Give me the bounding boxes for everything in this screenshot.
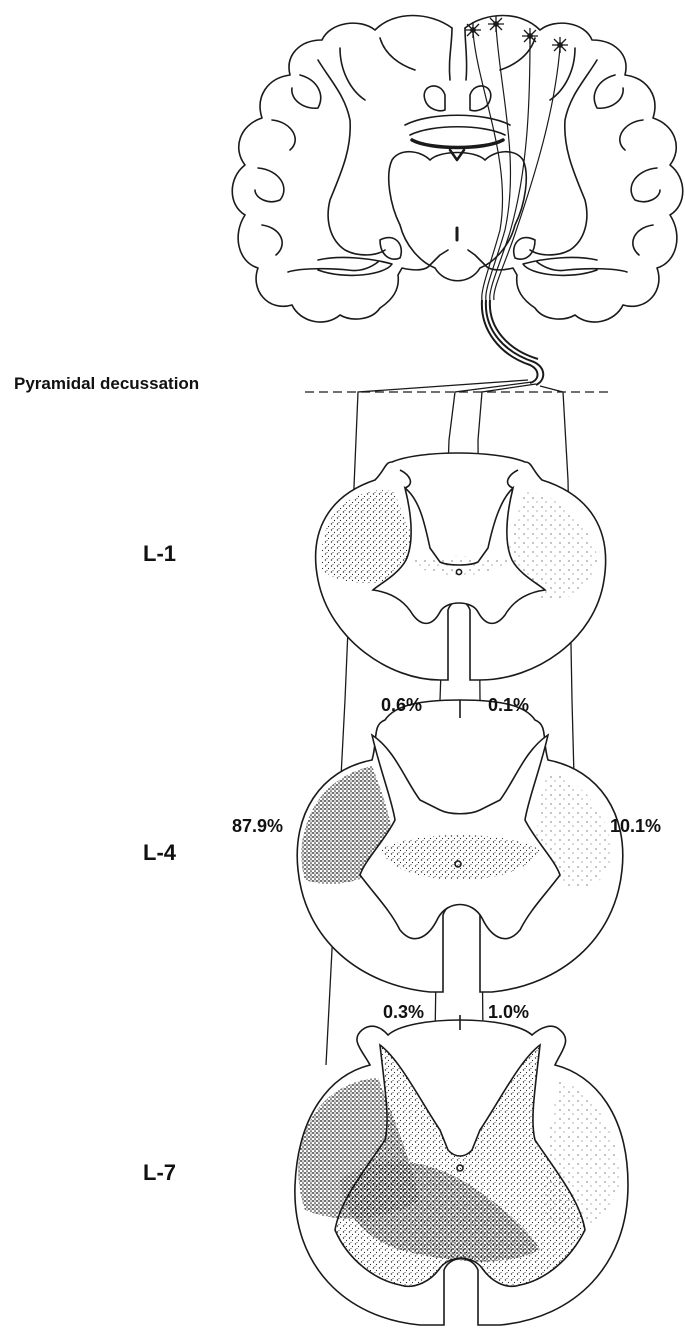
percentage-l1-l4-medial-left: 0.6% (381, 695, 422, 716)
section-label-l4: L-4 (143, 840, 176, 866)
spinal-section-l4 (297, 700, 623, 992)
diencephalon (389, 152, 527, 281)
section-label-l1: L-1 (143, 541, 176, 567)
brain-coronal-section (232, 16, 683, 323)
percentage-lateral-left: 87.9% (232, 816, 283, 837)
spinal-section-l7 (295, 1015, 628, 1325)
ventricles (424, 86, 491, 111)
temporal-lobe-right (523, 257, 597, 275)
percentage-l4-l7-medial-right: 1.0% (488, 1002, 529, 1023)
percentage-l1-l4-medial-right: 0.1% (488, 695, 529, 716)
decussation-label: Pyramidal decussation (14, 374, 199, 394)
temporal-lobe-left (318, 257, 392, 275)
interhemispheric-fissure (449, 28, 466, 80)
hippocampus-right (514, 238, 535, 260)
percentage-l4-l7-medial-left: 0.3% (383, 1002, 424, 1023)
hippocampus-left (380, 238, 401, 260)
cortical-neurons (465, 16, 568, 53)
section-label-l7: L-7 (143, 1160, 176, 1186)
spinal-section-l1 (316, 453, 606, 680)
corticospinal-fibers (473, 26, 560, 385)
percentage-lateral-right: 10.1% (610, 816, 661, 837)
l7-lateral-tract-ipsilateral (545, 1080, 620, 1228)
